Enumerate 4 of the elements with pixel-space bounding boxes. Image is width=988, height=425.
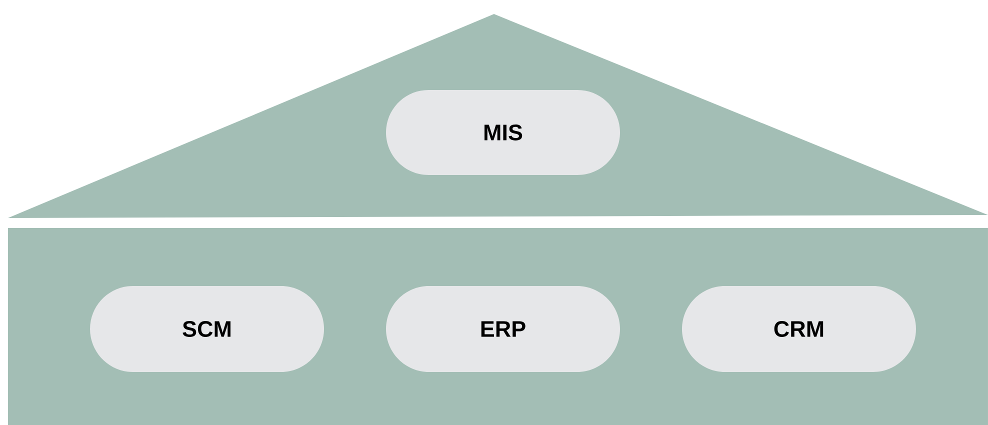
pill-box: SCM — [90, 286, 324, 372]
pill-box: CRM — [682, 286, 916, 372]
pill-box: MIS — [386, 90, 620, 175]
pill-box: ERP — [386, 286, 620, 372]
